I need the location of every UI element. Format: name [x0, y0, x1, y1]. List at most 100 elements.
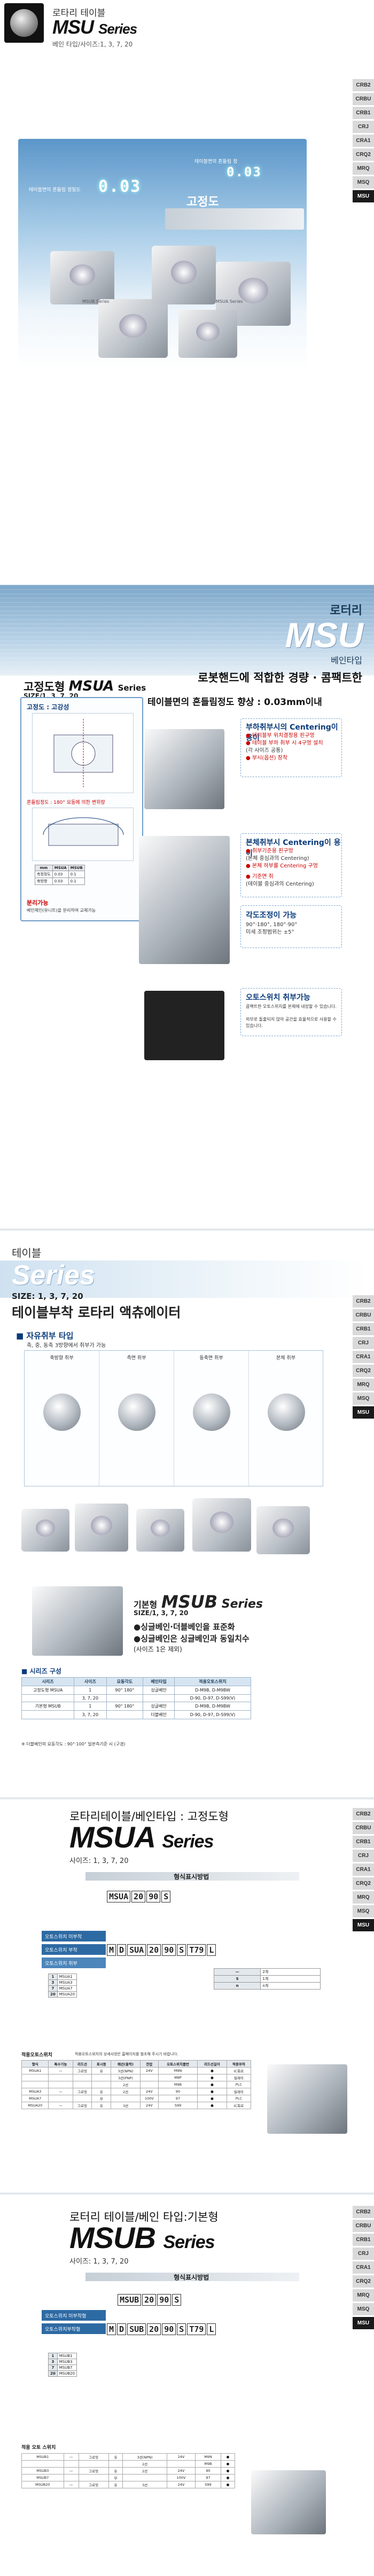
sidetab-msu[interactable]: MSU [353, 190, 374, 202]
sidetab-crbu[interactable]: CRBU [353, 1309, 374, 1321]
table-header: 시리즈 [21, 1677, 75, 1686]
table-cell [78, 2460, 109, 2468]
table-cell: 그로밋 [78, 2467, 109, 2475]
sidetab-crb1[interactable]: CRB1 [353, 1836, 374, 1848]
sidetab-crbu[interactable]: CRBU [353, 1822, 374, 1834]
sidetab-crq2[interactable]: CRQ2 [353, 1877, 374, 1890]
sidetab-crb2[interactable]: CRB2 [353, 79, 374, 91]
section-msua-intro: 로터리 MSU 베인타입 로봇핸드에 적합한 경량 · 콤팩트한 고정도형 MS… [0, 585, 374, 1226]
code-part: SUB [127, 2323, 146, 2335]
sidetab-crbu[interactable]: CRBU [353, 2220, 374, 2232]
table-cell [106, 1694, 144, 1702]
table-cell [122, 2474, 167, 2481]
sidetab-crbu[interactable]: CRBU [353, 93, 374, 105]
table-cell [72, 2074, 92, 2081]
table-cell: 3선(NPN) [111, 2067, 141, 2074]
code-part: 90 [157, 2294, 172, 2306]
sidetab-crb2[interactable]: CRB2 [353, 1808, 374, 1820]
code-part: T79 [187, 2323, 206, 2335]
accuracy-diagram-2 [32, 808, 134, 861]
sidetab-mrq[interactable]: MRQ [353, 162, 374, 175]
sidetab-crq2[interactable]: CRQ2 [353, 1365, 374, 1377]
sidetab-mrq[interactable]: MRQ [353, 2289, 374, 2301]
table-cell: ● [197, 2081, 227, 2088]
sidetab-msq[interactable]: MSQ [353, 2303, 374, 2315]
table-header: 사이즈 [74, 1677, 107, 1686]
table-cell: ● [197, 2067, 227, 2074]
tag-with-switch: 오토스위치 부착 [42, 1944, 106, 1955]
callout-switch: 오토스위치 취부가능 [246, 993, 310, 1002]
tag-with-switch-b: 오토스위치부착형 [42, 2323, 106, 2334]
sidetab-msq[interactable]: MSQ [353, 176, 374, 189]
product-image-msua [152, 246, 216, 304]
sidetab-msu[interactable]: MSU [353, 2317, 374, 2329]
sidetab-cra1[interactable]: CRA1 [353, 1864, 374, 1876]
table-cell [91, 2081, 112, 2088]
table-cell [72, 2081, 92, 2088]
code-part: S [177, 1944, 186, 1956]
table-cell [108, 2460, 123, 2468]
sidetab-crq2[interactable]: CRQ2 [353, 148, 374, 161]
sidetab-cra1[interactable]: CRA1 [353, 1351, 374, 1363]
table-cell: ● [197, 2102, 227, 2109]
table-cell: D-90, D-97, D-S99(V) [174, 1710, 252, 1719]
msua-howto: 형식표시방법 [174, 1873, 209, 1881]
sidetab-crj[interactable]: CRJ [353, 1850, 374, 1862]
table-cell [48, 2074, 73, 2081]
table-cell [48, 2095, 73, 2102]
mounting-grid: 축방향 취부 측면 취부 동축면 취부 본체 취부 [24, 1350, 323, 1487]
sidetab-cra1[interactable]: CRA1 [353, 2261, 374, 2274]
sidetab-crq2[interactable]: CRQ2 [353, 2275, 374, 2288]
table-cell: 그로밋 [78, 2453, 109, 2461]
table-cell: MSUA20 [21, 2102, 49, 2109]
code-part: MSUA [107, 1891, 131, 1902]
table-cell: 3, 7, 20 [74, 1694, 107, 1702]
table-cell: 3선(NPN) [122, 2453, 167, 2461]
section-msua-ordering: 로타리테이블/베인타입 : 고정도형 MSUA Series 사이즈: 1, 3… [0, 1797, 374, 2190]
sidetab-crj[interactable]: CRJ [353, 121, 374, 133]
msua-model: MSUA Series [69, 1820, 214, 1854]
intro-model: MSU [285, 615, 363, 655]
table-cell [111, 2095, 141, 2102]
table-cell: IC회로 [226, 2102, 252, 2109]
sidetab-msu[interactable]: MSU [353, 1919, 374, 1931]
sidetab-crb1[interactable]: CRB1 [353, 2234, 374, 2246]
table-cell: 그로밋 [72, 2067, 92, 2074]
sidetab-msq[interactable]: MSQ [353, 1905, 374, 1917]
sidetab-crj[interactable]: CRJ [353, 1337, 374, 1349]
table-cell: 유 [91, 2102, 112, 2109]
sidetab-cra1[interactable]: CRA1 [353, 135, 374, 147]
table-cell: M9N [195, 2453, 221, 2461]
table-cell: 1 [74, 1686, 107, 1695]
table-cell: MSUB1 [21, 2453, 64, 2461]
lineup-category: 테이블 [12, 1247, 42, 1259]
sidetab-crb1[interactable]: CRB1 [353, 1323, 374, 1335]
product-image-msub [50, 251, 114, 304]
free-mount-note: 축, 중, 동축 3방향에서 취부가 가능 [27, 1343, 106, 1349]
sidetab-crb2[interactable]: CRB2 [353, 2206, 374, 2218]
sidetab-mrq[interactable]: MRQ [353, 1379, 374, 1391]
code-part: L [207, 2323, 216, 2335]
sidetab-msq[interactable]: MSQ [353, 1392, 374, 1405]
hero-image: 테이블면의 흔들림 정밀도 0.03 테이블면의 흔들림 정 0.03 고정도 … [18, 139, 307, 369]
table-row: 3선(PNP)M9P●릴레이 [21, 2074, 252, 2081]
sidetab-msu[interactable]: MSU [353, 1406, 374, 1419]
table-cell: PLC [226, 2095, 252, 2102]
table-cell: — [63, 2481, 79, 2488]
table-cell: 유 [108, 2481, 123, 2488]
body-photo [139, 836, 230, 964]
callout-angle: 각도조정이 가능 [246, 911, 297, 920]
sidetab-mrq[interactable]: MRQ [353, 1891, 374, 1904]
sidetab-crb1[interactable]: CRB1 [353, 107, 374, 119]
sidetab-crb2[interactable]: CRB2 [353, 1295, 374, 1307]
lineup-sizes: SIZE: 1, 3, 7, 20 [12, 1291, 83, 1301]
table-cell [63, 2460, 79, 2468]
sidetab-crj[interactable]: CRJ [353, 2248, 374, 2260]
